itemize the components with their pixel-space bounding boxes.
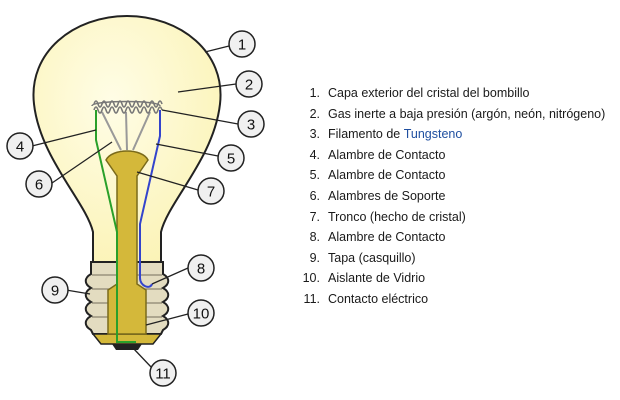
callout-6: 6 [25, 170, 53, 198]
callout-7: 7 [197, 177, 225, 205]
light-bulb-diagram: 1 2 3 4 5 6 7 8 9 10 11 [6, 14, 265, 387]
legend-item-2: 2.Gas inerte a baja presión (argón, neón… [309, 106, 606, 121]
electrical-contact [112, 344, 142, 350]
contact-wire-blue [139, 110, 161, 288]
tungsten-filament [91, 100, 163, 114]
leader-lines [31, 45, 239, 369]
legend-item-11: 11.Contacto eléctrico [303, 291, 429, 306]
svg-text:8: 8 [197, 261, 205, 278]
callout-2: 2 [235, 70, 263, 98]
legend-item-4: 4.Alambre de Contacto [309, 147, 446, 162]
svg-text:6: 6 [35, 177, 43, 194]
legend-item-10: 10.Aislante de Vidrio [302, 271, 426, 286]
legend-item-6: 6.Alambres de Soporte [309, 188, 446, 203]
tungsten-link[interactable]: Tungsteno [403, 127, 463, 142]
svg-text:5: 5 [227, 151, 235, 168]
legend-item-1: 1.Capa exterior del cristal del bombillo [309, 86, 530, 100]
legend-item-9: 9.Tapa (casquillo) [309, 250, 416, 265]
callout-3: 3 [237, 110, 265, 138]
support-wires [101, 111, 151, 151]
svg-text:7: 7 [207, 184, 215, 201]
callout-4: 4 [6, 132, 34, 160]
legend-list: 1.Capa exterior del cristal del bombillo… [298, 86, 606, 313]
svg-text:4: 4 [16, 139, 24, 156]
legend-item-5: 5.Alambre de Contacto [309, 168, 446, 183]
svg-text:10: 10 [193, 306, 210, 323]
svg-text:2: 2 [245, 77, 253, 94]
callout-9: 9 [41, 276, 69, 304]
svg-text:11: 11 [155, 366, 171, 383]
callout-11: 11 [149, 359, 177, 387]
callout-8: 8 [187, 254, 215, 282]
svg-text:1: 1 [238, 37, 246, 54]
callout-1: 1 [228, 30, 256, 58]
legend-item-8: 8.Alambre de Contacto [309, 230, 446, 245]
svg-text:3: 3 [247, 117, 255, 134]
callout-5: 5 [217, 144, 245, 172]
svg-text:9: 9 [51, 283, 59, 300]
legend-item-3: 3.Filamento de Tungsteno [298, 127, 605, 148]
legend-item-7: 7.Tronco (hecho de cristal) [309, 209, 466, 224]
callout-10: 10 [187, 299, 215, 327]
